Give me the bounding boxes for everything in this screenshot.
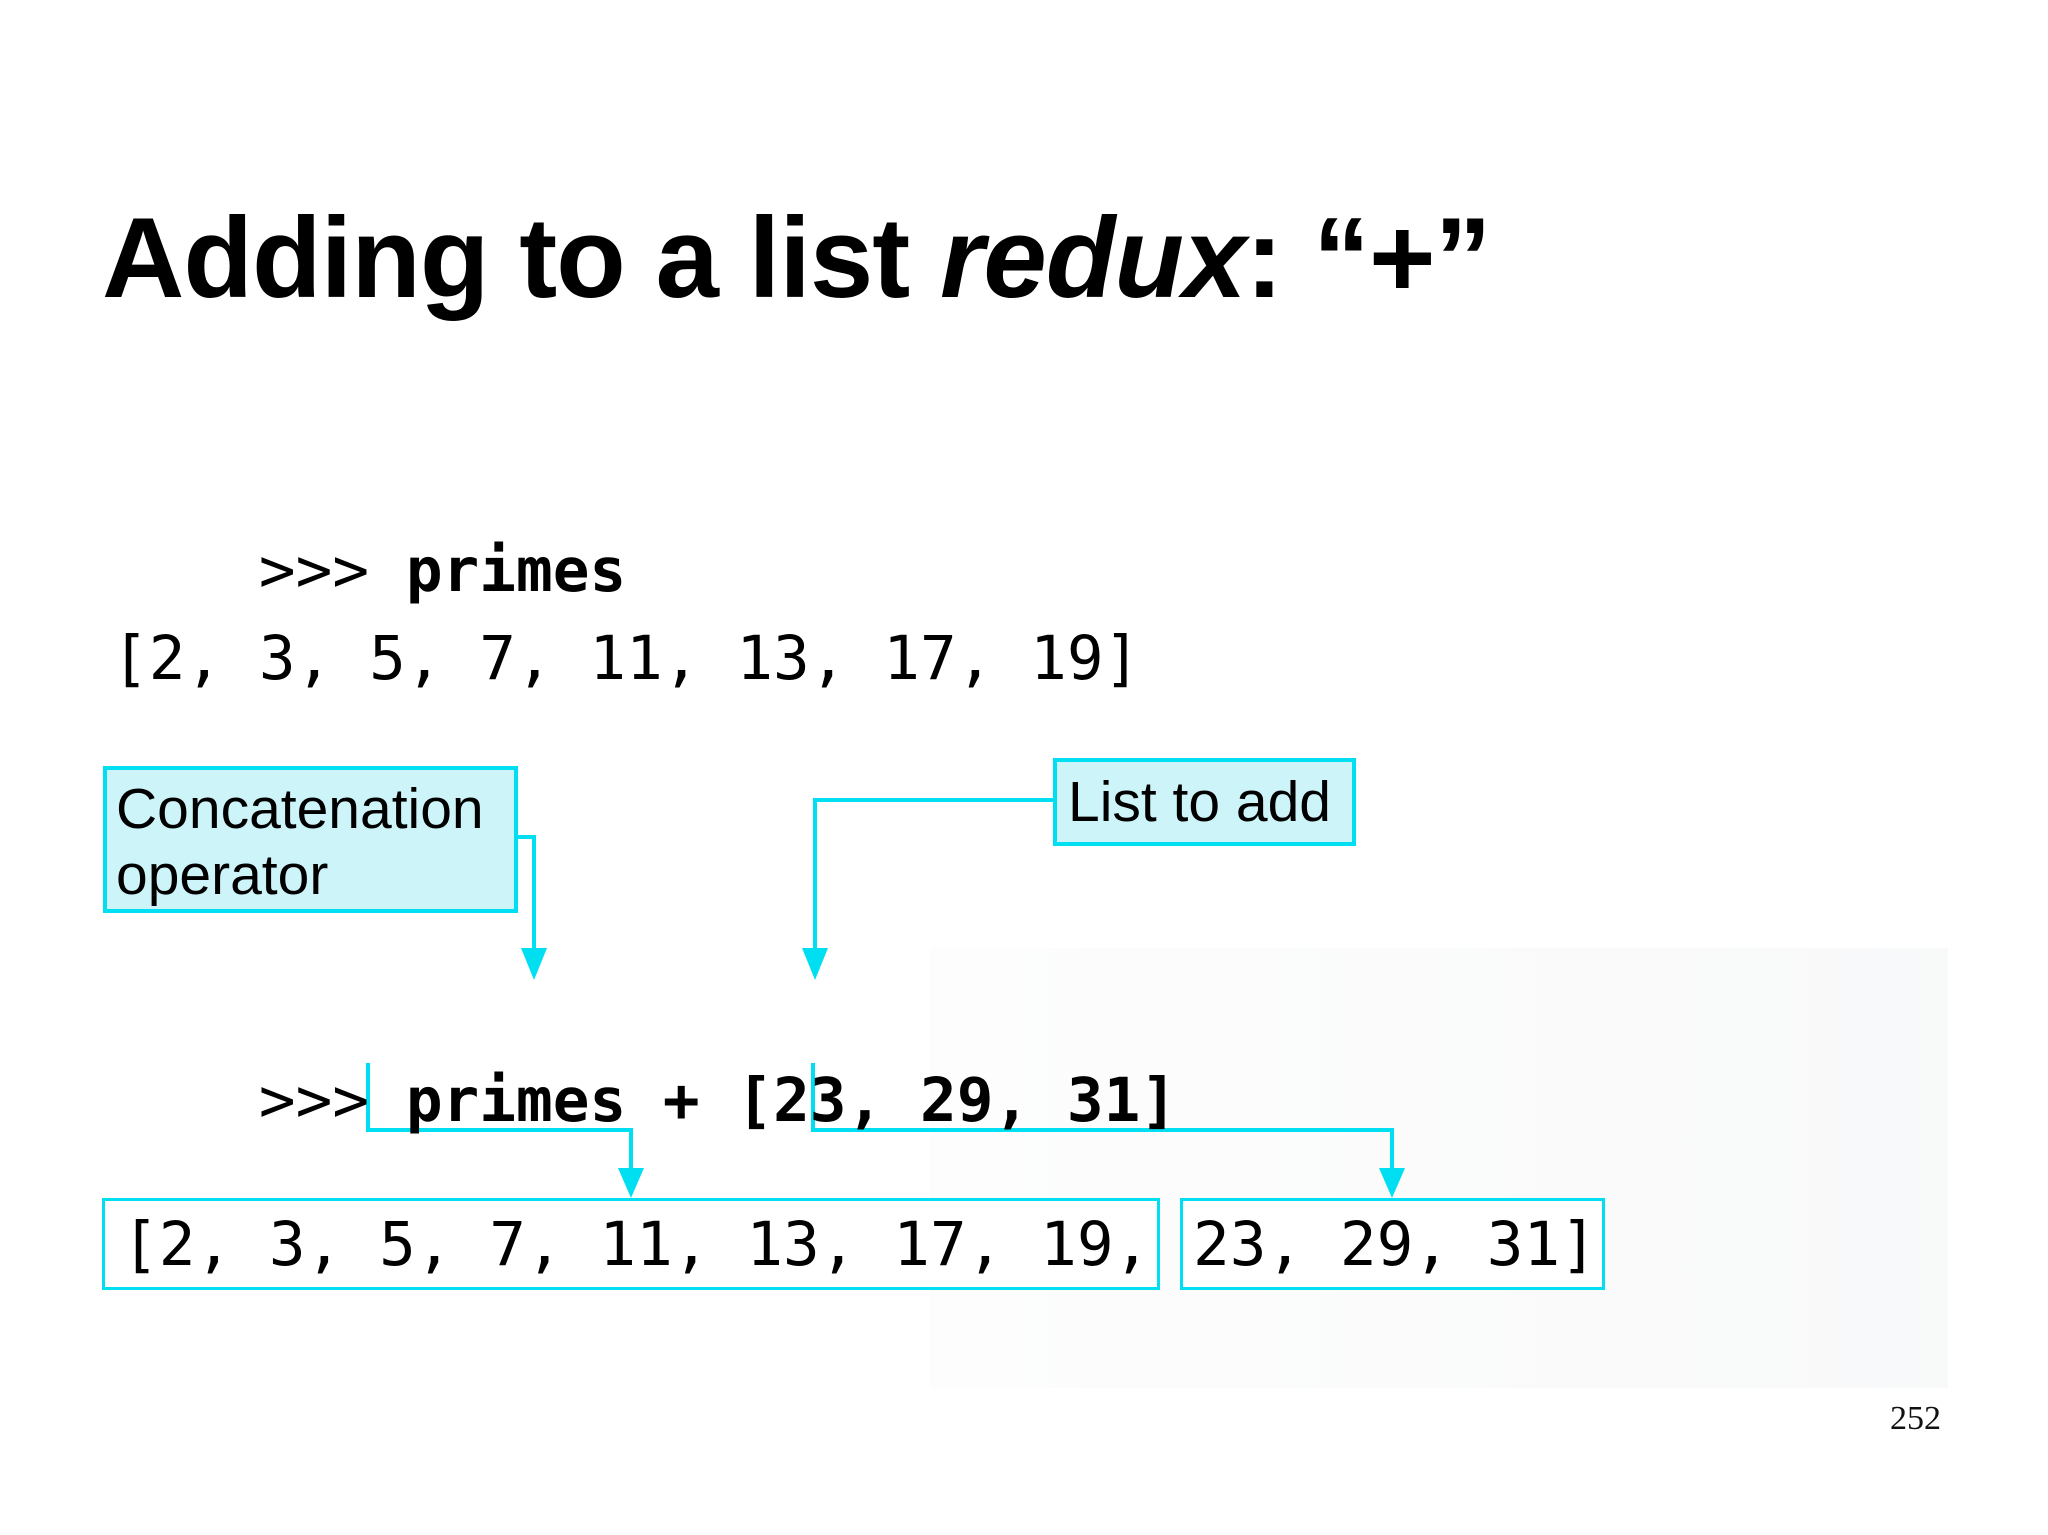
- slide-title: Adding to a list redux: “+”: [102, 191, 1492, 328]
- result-original-list-text: [2, 3, 5, 7, 11, 13, 17, 19,: [122, 1208, 1151, 1280]
- result-box-original-list: [2, 3, 5, 7, 11, 13, 17, 19,: [102, 1198, 1160, 1290]
- arrow-line-listadd-to-list: [813, 798, 1053, 950]
- command-primes-concat: primes + [23, 29, 31]: [405, 1065, 1178, 1136]
- python-output-primes-list: [2, 3, 5, 7, 11, 13, 17, 19]: [112, 623, 1141, 694]
- slide-title-emphasis: redux: [939, 195, 1246, 323]
- prompt-chevrons: >>>: [258, 535, 406, 606]
- arrow-line-concat-to-plus: [517, 835, 536, 950]
- slide-title-suffix: : “+”: [1245, 195, 1491, 323]
- result-box-added-list: 23, 29, 31]: [1180, 1198, 1605, 1290]
- page-number: 252: [1890, 1400, 1941, 1437]
- arrowhead-concat-to-plus: [521, 948, 547, 980]
- slide-title-prefix: Adding to a list: [102, 195, 940, 323]
- callout-concatenation-operator: Concatenation operator: [103, 766, 518, 913]
- command-primes: primes: [405, 535, 627, 606]
- python-prompt-line-1: >>> primes: [112, 479, 626, 662]
- prompt-chevrons: >>>: [258, 1065, 406, 1136]
- callout-list-to-add: List to add: [1053, 758, 1356, 846]
- python-prompt-line-2: >>> primes + [23, 29, 31]: [112, 1009, 1177, 1192]
- result-added-list-text: 23, 29, 31]: [1193, 1208, 1597, 1280]
- arrowhead-listadd-to-list: [802, 948, 828, 980]
- callout-list-to-add-label: List to add: [1068, 770, 1332, 834]
